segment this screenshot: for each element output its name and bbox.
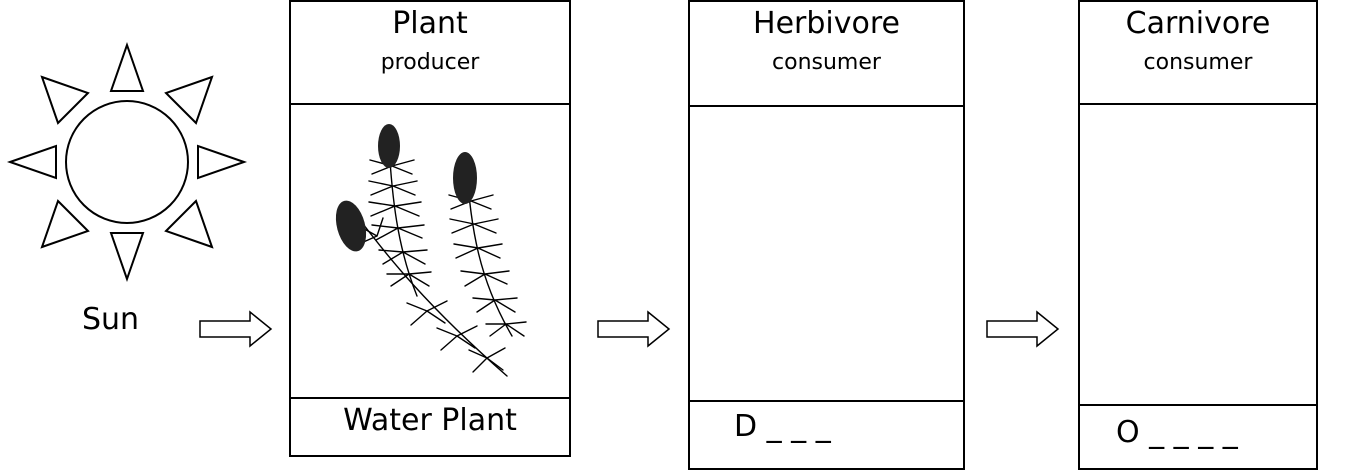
answer-field: Water Plant [291,397,569,455]
card-title: Plant [392,6,468,41]
card-role: consumer [772,50,881,75]
card-title: Herbivore [753,6,900,41]
sun-label: Sun [82,302,140,337]
herbivore-card-header: Herbivore consumer [690,2,963,107]
card-title: Carnivore [1125,6,1271,41]
right-arrow-icon [199,310,273,348]
herbivore-card: Herbivore consumer D _ _ _ [688,0,965,470]
carnivore-card-header: Carnivore consumer [1080,2,1316,105]
drawing-area[interactable] [690,107,963,400]
producer-card-header: Plant producer [291,2,569,105]
right-arrow-icon [986,310,1060,348]
card-role: consumer [1143,50,1253,75]
carnivore-card: Carnivore consumer O _ _ _ _ [1078,0,1318,470]
water-plant-illustration [335,124,527,377]
sun-icon [6,41,248,283]
card-role: producer [380,50,480,75]
answer-field[interactable]: D _ _ _ [690,400,963,468]
producer-card: Plant producer [289,0,571,457]
drawing-area[interactable] [1080,105,1316,404]
right-arrow-icon [597,310,671,348]
answer-field[interactable]: O _ _ _ _ [1080,404,1316,468]
